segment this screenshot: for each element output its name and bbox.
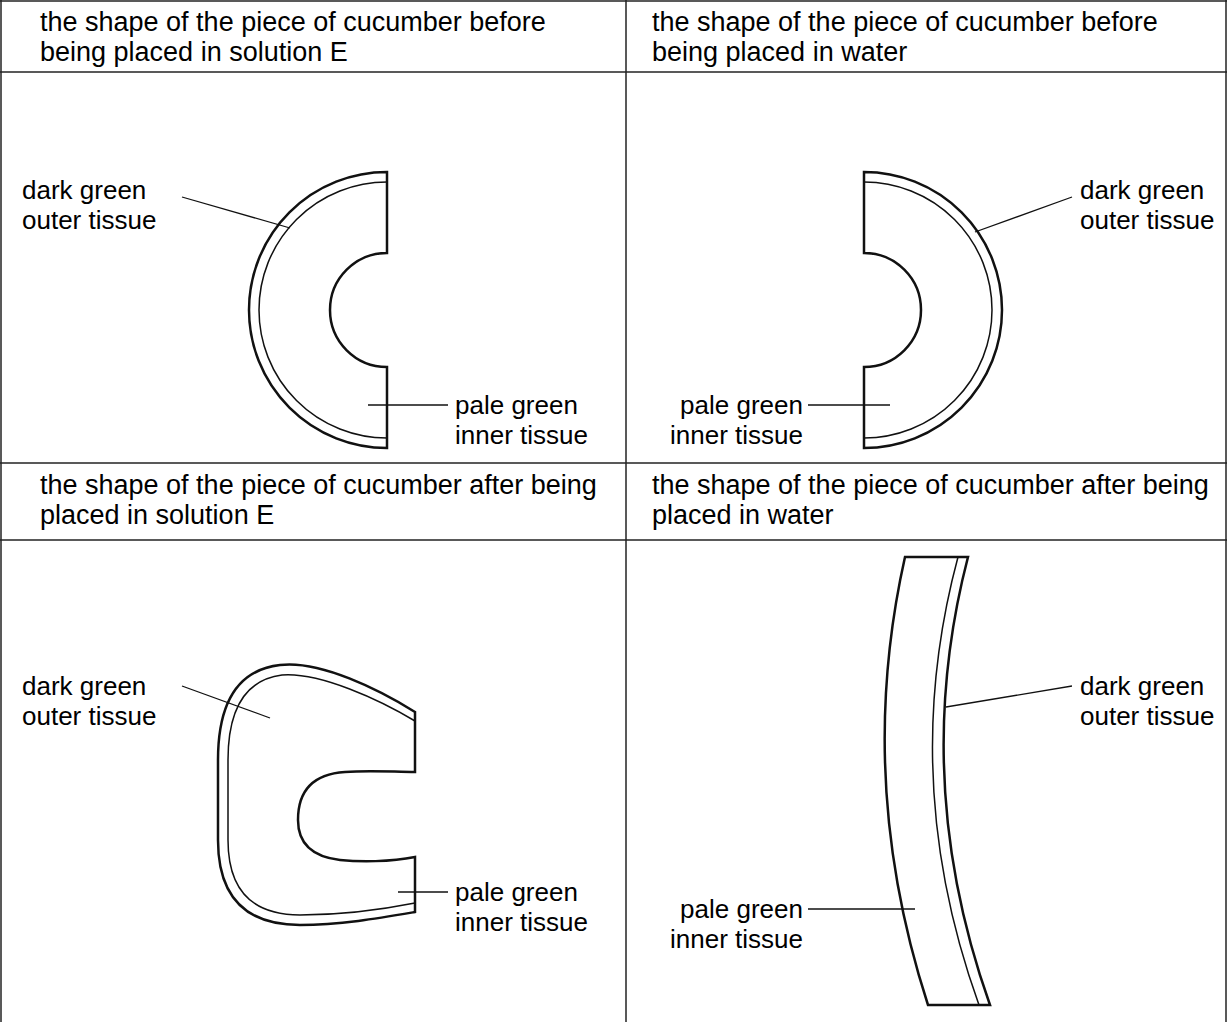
part-label: dark green outer tissue <box>1080 671 1222 731</box>
column-heading: the shape of the piece of cucumber after… <box>40 470 612 530</box>
column-heading: the shape of the piece of cucumber after… <box>652 470 1222 530</box>
part-label: pale green inner tissue <box>455 877 615 937</box>
part-label: pale green inner tissue <box>455 390 615 450</box>
part-label: dark green outer tissue <box>22 175 177 235</box>
column-heading: the shape of the piece of cucumber befor… <box>40 7 612 67</box>
part-label: dark green outer tissue <box>22 671 177 731</box>
cucumber-piece <box>218 664 415 925</box>
cucumber-piece <box>885 557 990 1005</box>
part-label: pale green inner tissue <box>648 390 803 450</box>
cucumber-piece <box>864 172 1002 448</box>
cucumber-piece <box>249 172 387 448</box>
column-heading: the shape of the piece of cucumber befor… <box>652 7 1222 67</box>
leader-lines <box>182 197 1072 909</box>
part-label: dark green outer tissue <box>1080 175 1222 235</box>
part-label: pale green inner tissue <box>648 894 803 954</box>
